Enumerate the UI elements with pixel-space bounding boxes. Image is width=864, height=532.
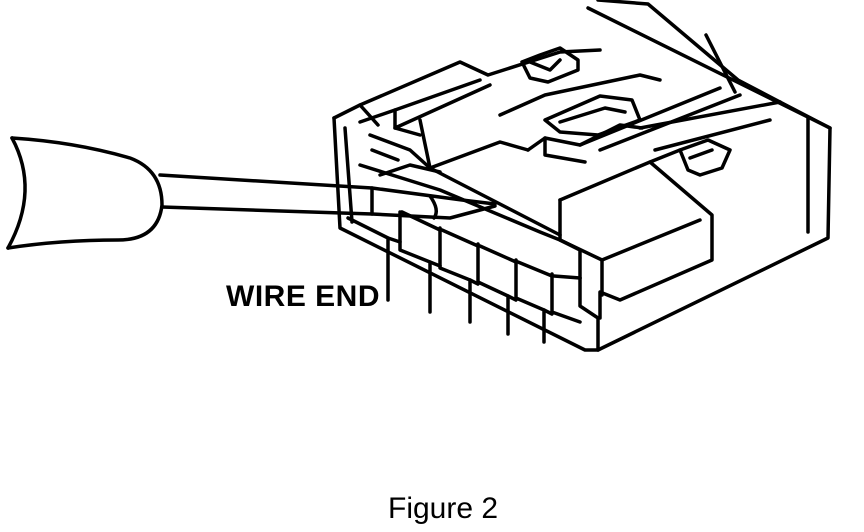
cavity-2 [398, 210, 432, 314]
screwdriver-tool [6, 136, 497, 250]
screwdriver-shaft [158, 173, 497, 206]
connector-right-face [586, 6, 832, 352]
latch-top [520, 46, 580, 84]
screwdriver-handle [6, 136, 164, 250]
figure-caption: Figure 2 [388, 492, 499, 525]
connector-body [332, 0, 832, 352]
connector-front-face [332, 116, 600, 352]
wire-end-label: WIRE END [226, 280, 380, 313]
latch-right [678, 138, 732, 177]
connector-top-deck [358, 48, 602, 107]
latch-middle [543, 94, 642, 137]
cavity-3 [438, 226, 472, 324]
terminal-cavities [346, 210, 582, 344]
screwdriver-handle-end [6, 136, 27, 250]
cavity-6 [550, 272, 582, 324]
cavity-4 [476, 242, 510, 336]
connector-right-block [558, 160, 714, 320]
cavity-5 [514, 258, 546, 344]
